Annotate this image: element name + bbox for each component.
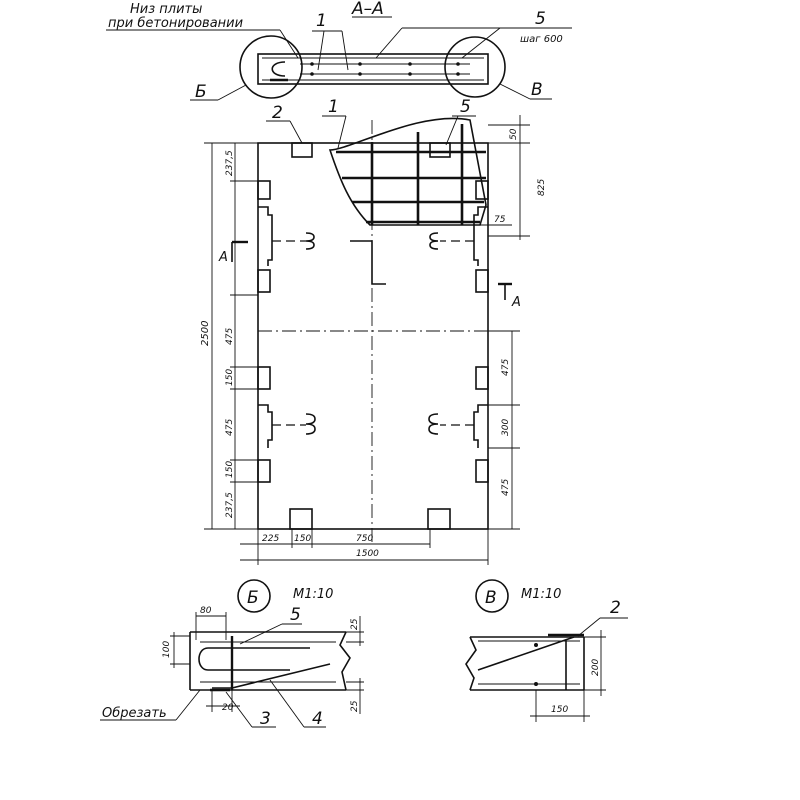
section-note-line1: Низ плиты	[130, 2, 202, 17]
detail-v-ref-2: 2	[610, 598, 621, 618]
section-note-line2: при бетонировании	[108, 16, 243, 31]
detail-v-scale: М1:10	[521, 587, 561, 602]
section-ref-1: 1	[316, 11, 327, 31]
dim-right-50: 50	[509, 128, 519, 140]
plan-view: 2 1 5 А А 237,5 2500 475 150 475 150 237…	[200, 97, 547, 565]
dim-right-475-a: 475	[501, 359, 511, 376]
detail-b-dim-20: 20	[222, 703, 234, 713]
dim-left-150-a: 150	[225, 369, 235, 386]
detail-b-label: Б	[247, 588, 259, 608]
detail-b-ref-4: 4	[312, 709, 323, 729]
detail-b-dim-80: 80	[200, 606, 212, 616]
dim-left-475-a: 475	[225, 328, 235, 345]
dim-top-offset: 237,5	[225, 150, 235, 176]
dim-left-150-b: 150	[225, 461, 235, 478]
dim-left-2375: 237,5	[225, 492, 235, 518]
dim-bottom-750: 750	[356, 534, 373, 544]
dim-bottom-150: 150	[294, 534, 311, 544]
plan-ref-1: 1	[328, 97, 339, 117]
section-callout-b: Б	[195, 82, 207, 102]
detail-b: Б М1:10 80 100 25 25	[100, 579, 364, 729]
dim-overall-height: 2500	[200, 321, 211, 346]
dim-right-475-b: 475	[501, 479, 511, 496]
section-step: шаг 600	[520, 34, 563, 45]
detail-b-ref-3: 3	[260, 709, 271, 729]
section-callout-v: В	[531, 80, 543, 100]
plan-cut-left: А	[218, 250, 228, 265]
dim-right-300: 300	[501, 419, 511, 436]
detail-v-dim-150: 150	[551, 705, 568, 715]
dim-right-825: 825	[537, 179, 547, 196]
section-ref-5: 5	[535, 9, 546, 29]
section-title: А–А	[351, 0, 384, 19]
detail-b-cut-note: Обрезать	[102, 706, 167, 721]
dim-bottom-225: 225	[262, 534, 279, 544]
plan-ref-2: 2	[272, 103, 283, 123]
detail-b-dim-25-bottom: 25	[350, 700, 360, 712]
section-a-a: Низ плиты при бетонировании А–А 1 5 шаг …	[106, 0, 572, 102]
detail-b-dim-25-top: 25	[350, 618, 360, 630]
detail-v-label: В	[485, 588, 497, 608]
detail-b-dim-100: 100	[162, 641, 172, 658]
detail-v-dim-200: 200	[591, 659, 601, 676]
plan-cut-right: А	[511, 295, 521, 310]
dim-left-475-b: 475	[225, 419, 235, 436]
dim-overall-width: 1500	[356, 549, 379, 559]
detail-v: В М1:10 2 200 150	[465, 579, 628, 722]
dim-right-75: 75	[494, 215, 506, 225]
plan-ref-5: 5	[460, 97, 471, 117]
detail-b-ref-5: 5	[290, 605, 301, 625]
detail-b-scale: М1:10	[293, 587, 333, 602]
